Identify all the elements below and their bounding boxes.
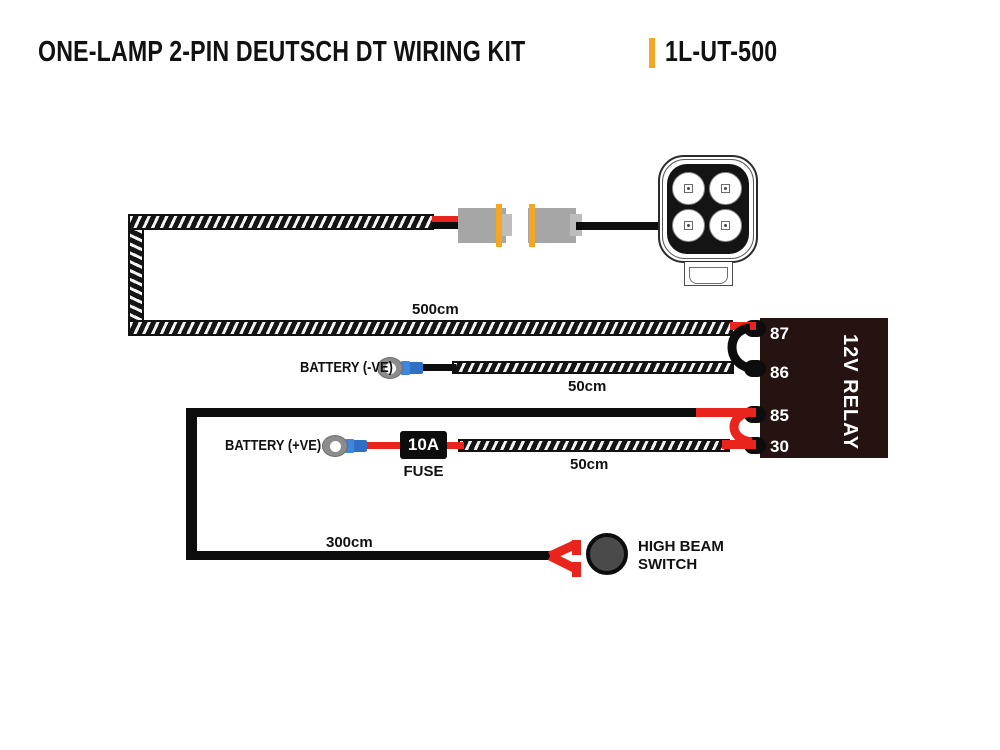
- led-element: [672, 172, 705, 205]
- relay-terminal-30: 30: [770, 437, 789, 456]
- lamp-pigtail-wire: [576, 222, 664, 230]
- relay-terminal-86: 86: [770, 363, 789, 382]
- loom-top-run: [128, 214, 434, 230]
- dt-wedge-lock-male: [496, 204, 502, 247]
- switch-loom-bottom-run: [186, 551, 558, 560]
- power-lead-wire-right: [446, 442, 464, 449]
- switch-spade-top: [572, 540, 581, 555]
- measurement-300cm: 300cm: [326, 534, 373, 551]
- led-lamp: [658, 155, 762, 286]
- relay-label: 12V RELAY: [839, 334, 861, 451]
- earth-lead-braid: [452, 361, 734, 374]
- battery-positive-label: BATTERY (+VE): [225, 437, 322, 454]
- power-feed-to-terminal30: [722, 440, 756, 449]
- dt-wedge-lock-female: [529, 204, 535, 247]
- title-separator: [649, 37, 656, 68]
- measurement-50cm-power: 50cm: [570, 456, 609, 473]
- loom-left-vertical: [128, 214, 144, 336]
- switch-loom-top-run: [186, 408, 696, 417]
- fuse-holder: 10A: [400, 431, 447, 459]
- page-header: ONE-LAMP 2-PIN DEUTSCH DT WIRING KIT 1L-…: [38, 36, 806, 69]
- high-beam-switch-button[interactable]: [586, 533, 628, 575]
- relay-jumper-87-86: [727, 323, 752, 373]
- fuse-caption: FUSE: [403, 463, 444, 480]
- loom-black-tail: [432, 222, 458, 229]
- lamp-bracket-inner: [689, 267, 728, 284]
- power-ring-terminal: [322, 435, 348, 457]
- loom-red-tail: [432, 216, 458, 222]
- led-element: [709, 172, 742, 205]
- fuse-rating: 10A: [407, 435, 440, 454]
- loom-bottom-run: [128, 320, 733, 336]
- earth-ring-ferrule-collar: [401, 361, 410, 375]
- earth-ring-terminal: [377, 357, 403, 379]
- earth-lead-wire: [416, 364, 456, 371]
- power-lead-wire-left: [360, 442, 400, 449]
- page-title: ONE-LAMP 2-PIN DEUTSCH DT WIRING KIT: [38, 36, 526, 68]
- led-element: [709, 209, 742, 242]
- switch-leg-to-terminal85: [690, 408, 756, 417]
- led-element: [672, 209, 705, 242]
- power-ring-ferrule-collar: [345, 439, 354, 453]
- dt-connector-female: [528, 208, 576, 243]
- switch-loom-left-vertical: [186, 408, 197, 560]
- measurement-500cm: 500cm: [412, 301, 459, 318]
- switch-label-line1: HIGH BEAM: [638, 538, 724, 555]
- relay-body: 87 86 85 30 12V RELAY: [760, 318, 888, 458]
- switch-spade-wires: [547, 540, 577, 573]
- measurement-50cm-earth: 50cm: [568, 378, 607, 395]
- battery-negative-label: BATTERY (-VE): [300, 359, 393, 376]
- power-lead-braid: [458, 439, 730, 452]
- switch-label-line2: SWITCH: [638, 556, 698, 573]
- switch-spade-bottom: [572, 562, 581, 577]
- relay-terminal-87: 87: [770, 324, 789, 343]
- part-number: 1L-UT-500: [665, 36, 778, 68]
- relay-terminal-85: 85: [770, 406, 789, 425]
